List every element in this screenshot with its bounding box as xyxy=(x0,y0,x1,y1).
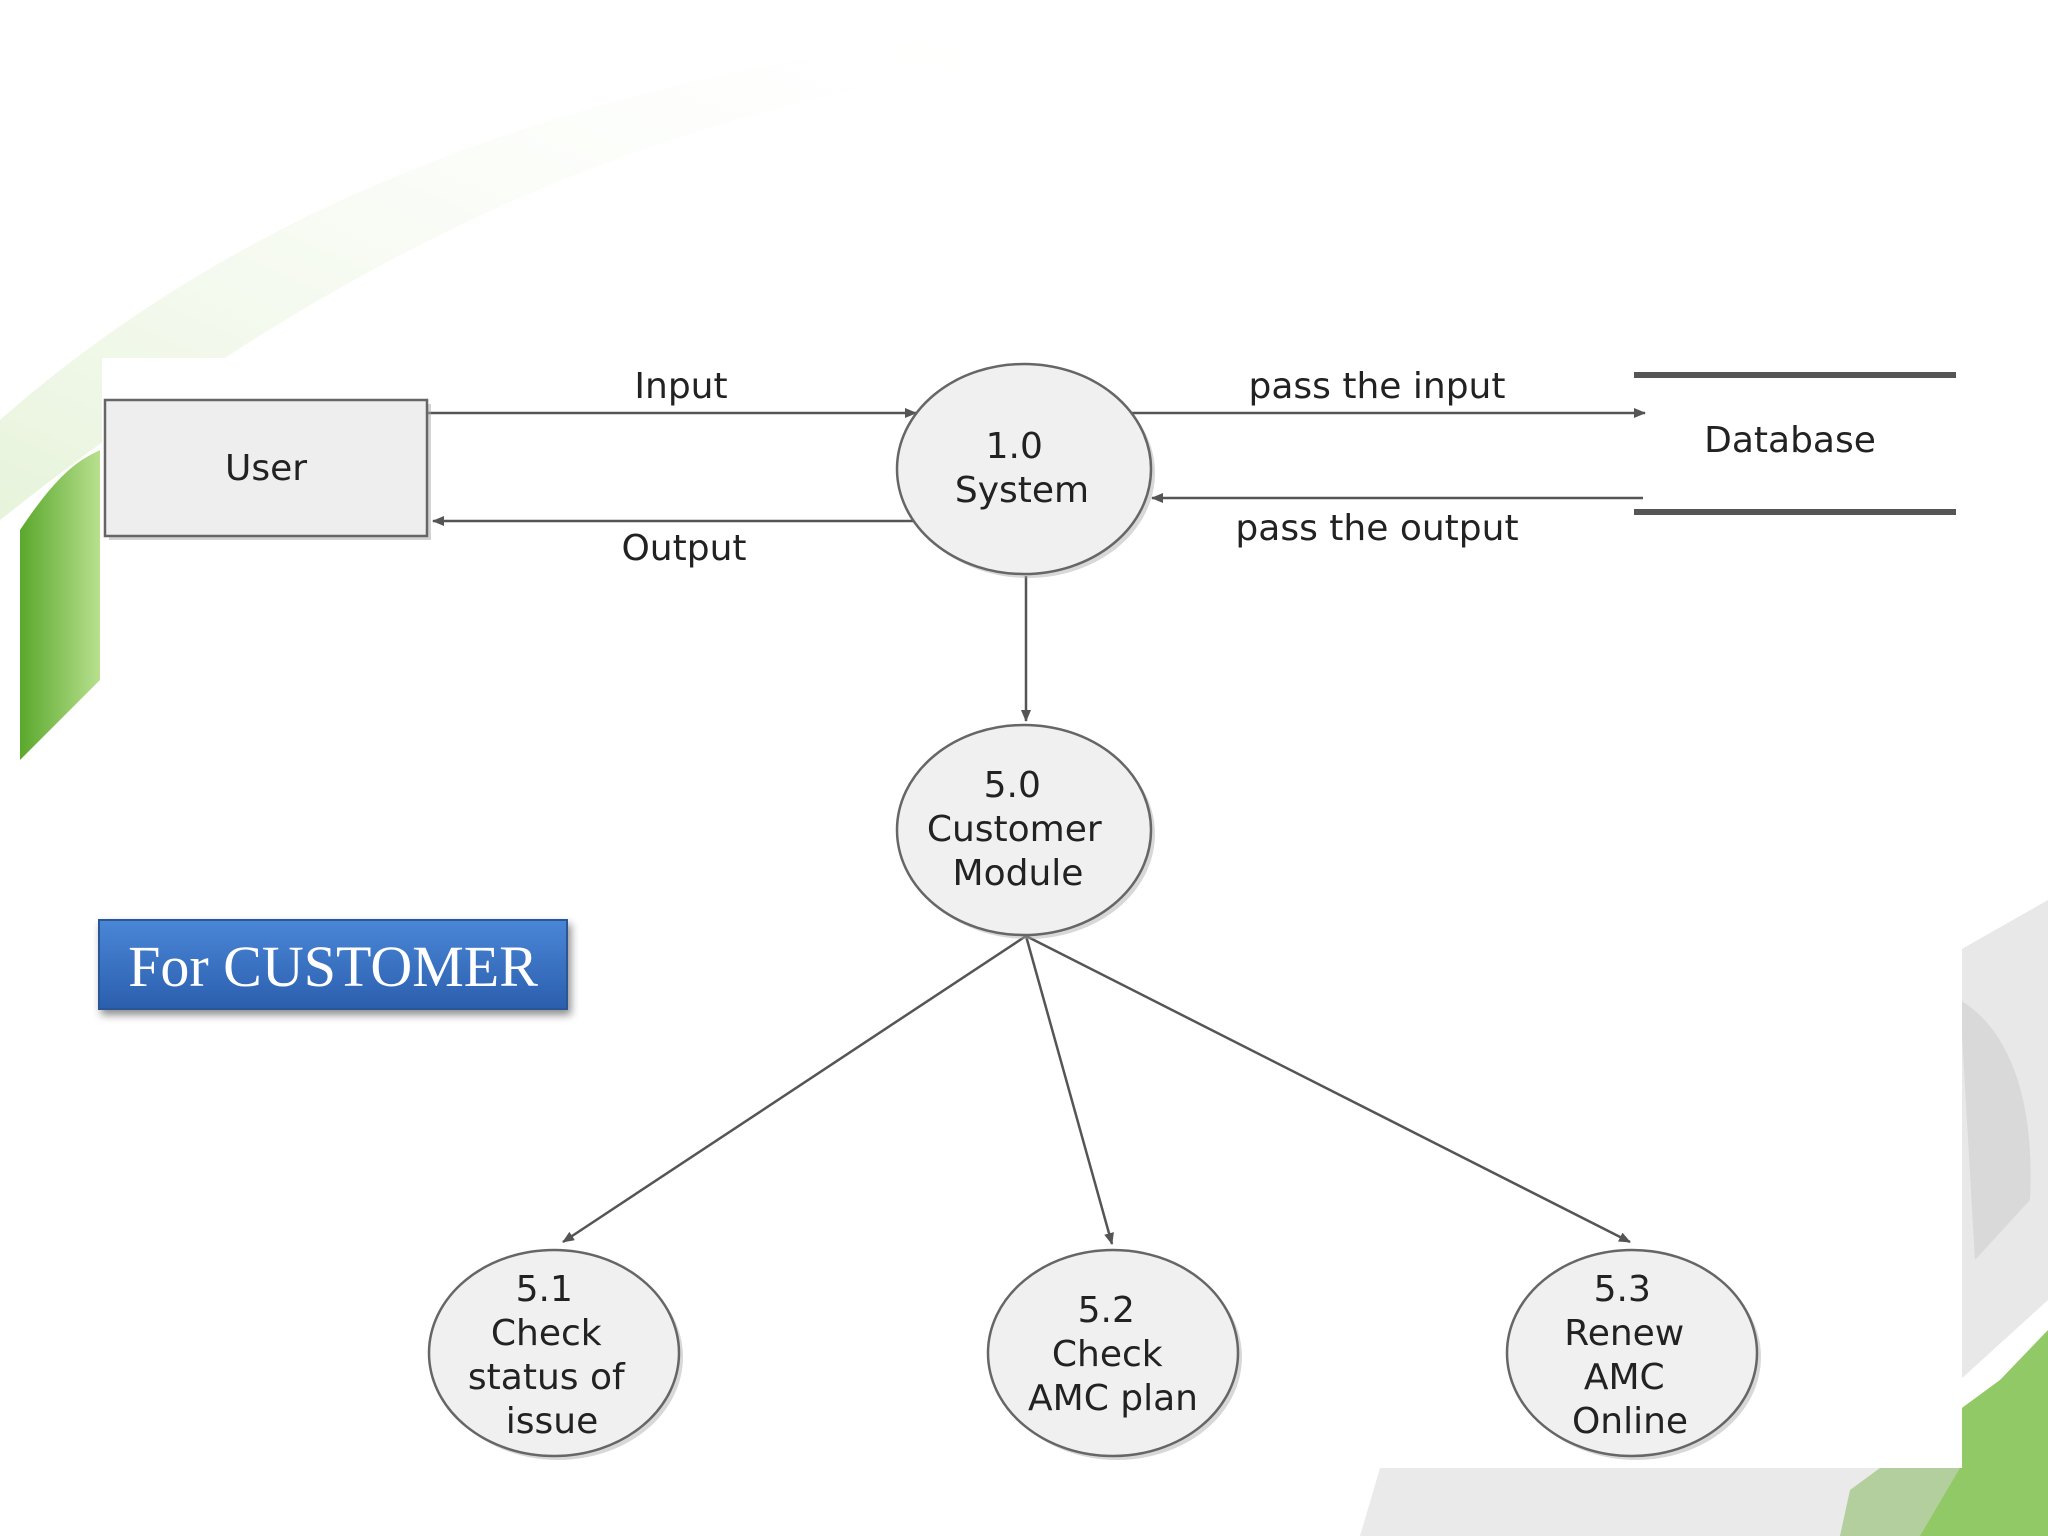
entity-user: User xyxy=(103,398,431,540)
process-check-status: 5.1 Check status of issue xyxy=(427,1248,683,1460)
process-check-status-line-1: Check xyxy=(491,1313,602,1354)
flow-output-label: Output xyxy=(621,528,746,569)
flow-module-to-5-3-line xyxy=(1025,934,1631,1244)
process-check-status-line-2: status of xyxy=(468,1357,626,1398)
process-system-number: 1.0 xyxy=(986,426,1043,467)
process-check-amc-line-1: Check xyxy=(1052,1334,1163,1375)
process-check-amc-plan: 5.2 Check AMC plan xyxy=(986,1248,1242,1460)
process-renew-amc-number: 5.3 xyxy=(1594,1269,1651,1310)
entity-user-label: User xyxy=(225,448,307,489)
flow-pass-input-label: pass the input xyxy=(1249,366,1506,407)
process-renew-amc-online: 5.3 Renew AMC Online xyxy=(1505,1248,1761,1460)
svg-text:5.1 Check status o: 5.1 Check status of issue xyxy=(468,1269,636,1442)
process-customer-module-line-1: Customer xyxy=(927,809,1102,850)
svg-text:5.0 Customer Modul: 5.0 Customer Module xyxy=(927,765,1113,894)
flow-input-label: Input xyxy=(634,366,727,407)
process-customer-module: 5.0 Customer Module xyxy=(895,723,1155,939)
data-flows xyxy=(427,408,1646,1245)
svg-text:5.2 Check AMC plan: 5.2 Check AMC plan xyxy=(1028,1290,1198,1419)
process-renew-amc-line-1: Renew xyxy=(1564,1313,1684,1354)
flow-pass-output-label: pass the output xyxy=(1235,508,1518,549)
process-customer-module-number: 5.0 xyxy=(984,765,1041,806)
svg-text:1.0 System: 1.0 System xyxy=(955,426,1089,511)
for-customer-badge: For CUSTOMER xyxy=(98,919,568,1010)
flow-module-to-5-1-line xyxy=(562,934,1027,1244)
flow-module-to-5-2-line xyxy=(1024,935,1114,1245)
process-renew-amc-line-3: Online xyxy=(1572,1401,1688,1442)
process-check-status-line-3: issue xyxy=(506,1401,598,1442)
process-customer-module-line-2: Module xyxy=(953,853,1084,894)
process-check-amc-number: 5.2 xyxy=(1078,1290,1135,1331)
process-check-amc-line-2: AMC plan xyxy=(1028,1378,1198,1419)
process-check-status-number: 5.1 xyxy=(516,1269,573,1310)
datastore-database-label: Database xyxy=(1704,420,1876,461)
process-system-name: System xyxy=(955,470,1089,511)
svg-text:5.3 Renew AMC: 5.3 Renew AMC Online xyxy=(1564,1269,1695,1442)
process-renew-amc-line-2: AMC xyxy=(1584,1357,1665,1398)
datastore-database: Database xyxy=(1634,372,1956,515)
process-system: 1.0 System xyxy=(895,362,1155,578)
